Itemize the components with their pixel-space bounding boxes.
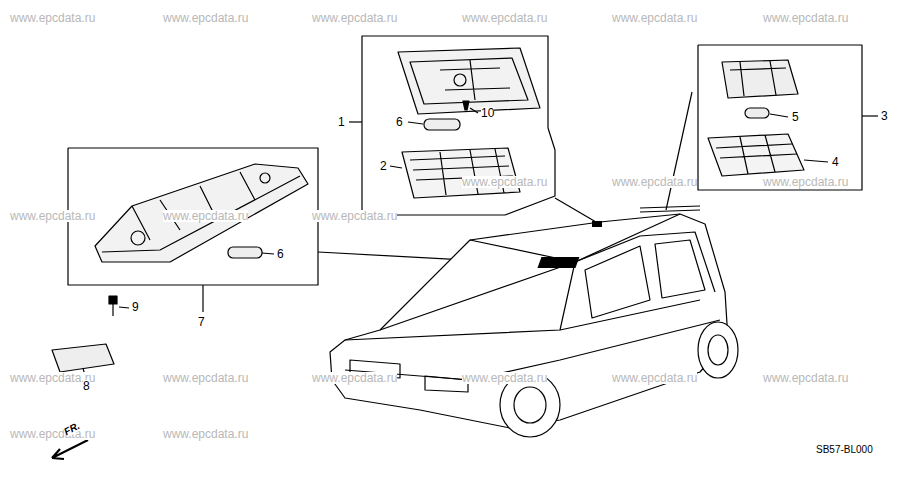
callout-number: 4 [832, 156, 839, 168]
drawing-line [345, 320, 720, 380]
drawing-line [470, 108, 478, 113]
drawing-line [722, 60, 798, 98]
drawing-line [537, 257, 579, 268]
callout-number: 1 [338, 116, 345, 128]
drawing-line [260, 173, 270, 183]
drawing-line [95, 164, 308, 262]
drawing-line [698, 322, 738, 378]
drawing-line [730, 61, 786, 96]
drawing-line [109, 296, 117, 304]
drawing-line [555, 198, 596, 222]
drawing-line [666, 92, 692, 210]
drawing-line [52, 440, 88, 459]
callout-number: 9 [132, 301, 139, 313]
drawing-line [770, 114, 788, 117]
drawing-line [470, 240, 575, 330]
callout-number: 3 [881, 110, 888, 122]
watermark: www.epcdata.ru [312, 12, 397, 24]
drawing-line [262, 253, 274, 254]
drawing-line [349, 121, 362, 122]
callout-number: 6 [277, 248, 284, 260]
drawing-line [408, 122, 423, 124]
watermark: www.epcdata.ru [163, 372, 248, 384]
drawing-line [402, 148, 520, 198]
drawing-line [52, 344, 114, 372]
drawing-line [424, 119, 460, 130]
callout-number: 8 [83, 380, 90, 392]
roof-marks [537, 221, 602, 268]
drawing-line [119, 307, 129, 308]
drawing-line [804, 160, 828, 162]
drawing-line [362, 36, 555, 215]
callout-number: 6 [396, 116, 403, 128]
drawing-line [514, 387, 546, 423]
watermark: www.epcdata.ru [163, 210, 248, 222]
drawing-line [698, 45, 862, 190]
watermark: www.epcdata.ru [10, 428, 95, 440]
watermark: www.epcdata.ru [462, 372, 547, 384]
callout-number: 7 [198, 316, 205, 328]
drawing-line [112, 304, 113, 316]
callout-number: 10 [481, 107, 494, 119]
watermark: www.epcdata.ru [462, 176, 547, 188]
drawing-line [410, 149, 513, 195]
callout-number: 2 [380, 160, 387, 172]
drawing-line [228, 247, 262, 258]
drawing-line [708, 335, 728, 365]
drawing-line [131, 231, 145, 245]
drawing-line [716, 135, 797, 174]
drawing-line [345, 300, 700, 340]
watermark: www.epcdata.ru [10, 12, 95, 24]
watermark: www.epcdata.ru [462, 12, 547, 24]
drawing-line [655, 240, 705, 298]
drawing-line [640, 206, 700, 212]
drawing-line [592, 221, 602, 227]
drawing-line [575, 232, 715, 292]
drawing-line [380, 214, 680, 330]
drawing-line [708, 134, 804, 176]
illustration-lines [52, 36, 878, 459]
drawing-line [410, 58, 528, 104]
drawing-line [102, 172, 300, 252]
watermark: www.epcdata.ru [163, 12, 248, 24]
drawing-line [390, 166, 402, 168]
drawing-line [454, 74, 466, 86]
drawing-line [68, 148, 318, 285]
drawing-line [862, 115, 878, 116]
callout-number: 5 [792, 111, 799, 123]
drawing-line [398, 48, 540, 114]
drawing-line [745, 108, 769, 118]
watermark: www.epcdata.ru [312, 210, 397, 222]
watermark: www.epcdata.ru [763, 12, 848, 24]
drawing-line [440, 60, 510, 100]
watermark: www.epcdata.ru [763, 176, 848, 188]
drawing-code: SB57-BL000 [816, 445, 873, 455]
watermark: www.epcdata.ru [612, 176, 697, 188]
drawing-line [463, 101, 469, 110]
watermark: www.epcdata.ru [612, 12, 697, 24]
drawing-line [585, 246, 650, 318]
drawing-line [202, 285, 203, 312]
watermark: www.epcdata.ru [312, 372, 397, 384]
watermark: www.epcdata.ru [612, 372, 697, 384]
watermark: www.epcdata.ru [163, 428, 248, 440]
watermark: www.epcdata.ru [763, 372, 848, 384]
watermark: www.epcdata.ru [10, 210, 95, 222]
